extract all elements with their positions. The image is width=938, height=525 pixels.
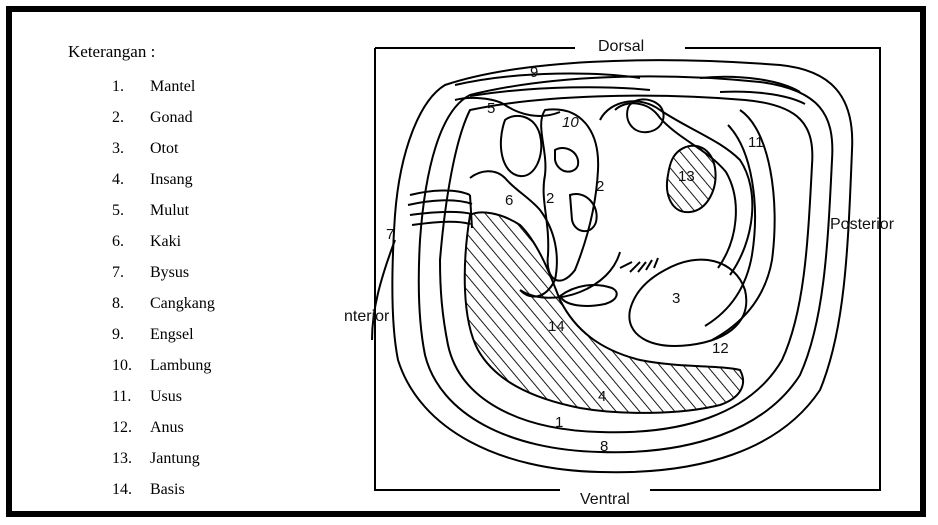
callout-number: 11: [748, 134, 764, 151]
orientation-right: Posterior: [830, 216, 894, 234]
bysus-threads: [408, 190, 472, 228]
callout-number: 12: [712, 340, 729, 357]
callout-number: 14: [548, 318, 565, 335]
ctenidia-marks: [620, 258, 658, 272]
callout-number: 9: [530, 64, 538, 81]
callout-number: 5: [487, 100, 495, 117]
lambung-small-1: [555, 148, 578, 172]
callout-number: 3: [672, 290, 680, 307]
callout-number: 6: [505, 192, 513, 209]
orientation-left: nterior: [344, 308, 389, 326]
callout-number: 2: [596, 178, 604, 195]
callout-number: 13: [678, 168, 695, 185]
usus-intestine-long: [705, 110, 775, 340]
callout-number: 10: [562, 114, 579, 131]
internal-organs: [372, 98, 775, 346]
lambung-outline: [501, 116, 541, 176]
engsel-hinge: [455, 74, 805, 104]
callout-number: 1: [555, 414, 563, 431]
orientation-bottom: Ventral: [580, 491, 630, 509]
callout-number: 2: [546, 190, 554, 207]
insang-hatched: [465, 212, 743, 412]
callout-number: 4: [598, 388, 606, 405]
callout-number: 8: [600, 438, 608, 455]
otot-outline: [629, 260, 746, 346]
orientation-top: Dorsal: [598, 38, 644, 56]
callout-number: 7: [386, 226, 394, 243]
